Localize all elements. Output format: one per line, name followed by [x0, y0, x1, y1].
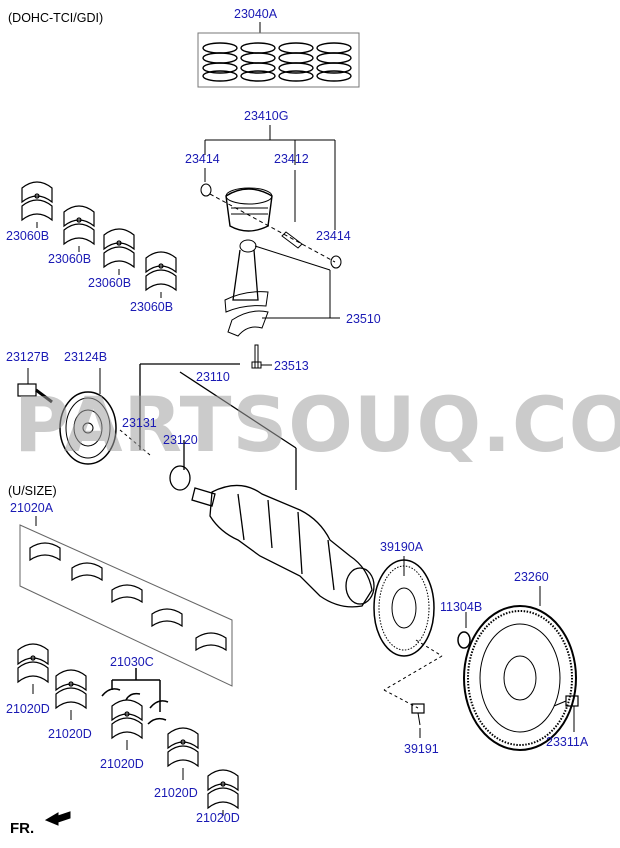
bushing [457, 612, 471, 649]
part-23412[interactable]: 23412 [274, 152, 309, 166]
drive-plate [373, 556, 443, 709]
part-39191[interactable]: 39191 [404, 742, 439, 756]
part-23311A[interactable]: 23311A [546, 735, 589, 749]
part-23513[interactable]: 23513 [274, 359, 309, 373]
part-23060B-1[interactable]: 23060B [6, 229, 50, 243]
part-23124B[interactable]: 23124B [64, 350, 108, 364]
part-23110[interactable]: 23110 [196, 370, 230, 384]
part-23131[interactable]: 23131 [122, 416, 157, 430]
part-39190A[interactable]: 39190A [380, 540, 424, 554]
part-21020D-4[interactable]: 21020D [154, 786, 198, 800]
part-23060B-2[interactable]: 23060B [48, 252, 92, 266]
part-11304B[interactable]: 11304B [440, 600, 483, 614]
bearing-panel-21020A [19, 516, 233, 687]
part-23510[interactable]: 23510 [346, 312, 381, 326]
part-23060B-4[interactable]: 23060B [130, 300, 174, 314]
part-21020D-2[interactable]: 21020D [48, 727, 92, 741]
part-23414-top[interactable]: 23414 [185, 152, 220, 166]
part-21020D-3[interactable]: 21020D [100, 757, 144, 771]
engine-type-label: (DOHC-TCI/GDI) [8, 11, 104, 25]
part-23060B-3[interactable]: 23060B [88, 276, 132, 290]
part-23260[interactable]: 23260 [514, 570, 549, 584]
watermark: PARTSOUQ.COM [14, 380, 620, 469]
front-arrow-icon [44, 811, 71, 826]
part-21020D-5[interactable]: 21020D [196, 811, 240, 825]
front-label: FR. [10, 820, 35, 837]
bearing-set-23060B [21, 181, 177, 298]
piston-ring-set [197, 22, 360, 88]
part-21030C[interactable]: 21030C [110, 655, 154, 669]
part-21020D-1[interactable]: 21020D [6, 702, 50, 716]
part-23414-bottom[interactable]: 23414 [316, 229, 351, 243]
drive-plate-bolt [411, 703, 425, 738]
part-23040A[interactable]: 23040A [234, 7, 278, 21]
crank-pulley [17, 368, 151, 465]
bearing-set-21020D [17, 643, 239, 816]
piston-assembly [200, 125, 342, 269]
part-23120[interactable]: 23120 [163, 433, 198, 447]
undersize-label: (U/SIZE) [8, 484, 57, 498]
part-23127B[interactable]: 23127B [6, 350, 50, 364]
part-23410G[interactable]: 23410G [244, 109, 289, 123]
thrust-washers [101, 668, 169, 725]
part-21020A[interactable]: 21020A [10, 501, 54, 515]
connecting-rod [224, 239, 340, 337]
flywheel [463, 586, 577, 751]
flywheel-bolt [553, 695, 579, 732]
crankshaft [139, 363, 375, 608]
rod-bolt [251, 344, 272, 369]
